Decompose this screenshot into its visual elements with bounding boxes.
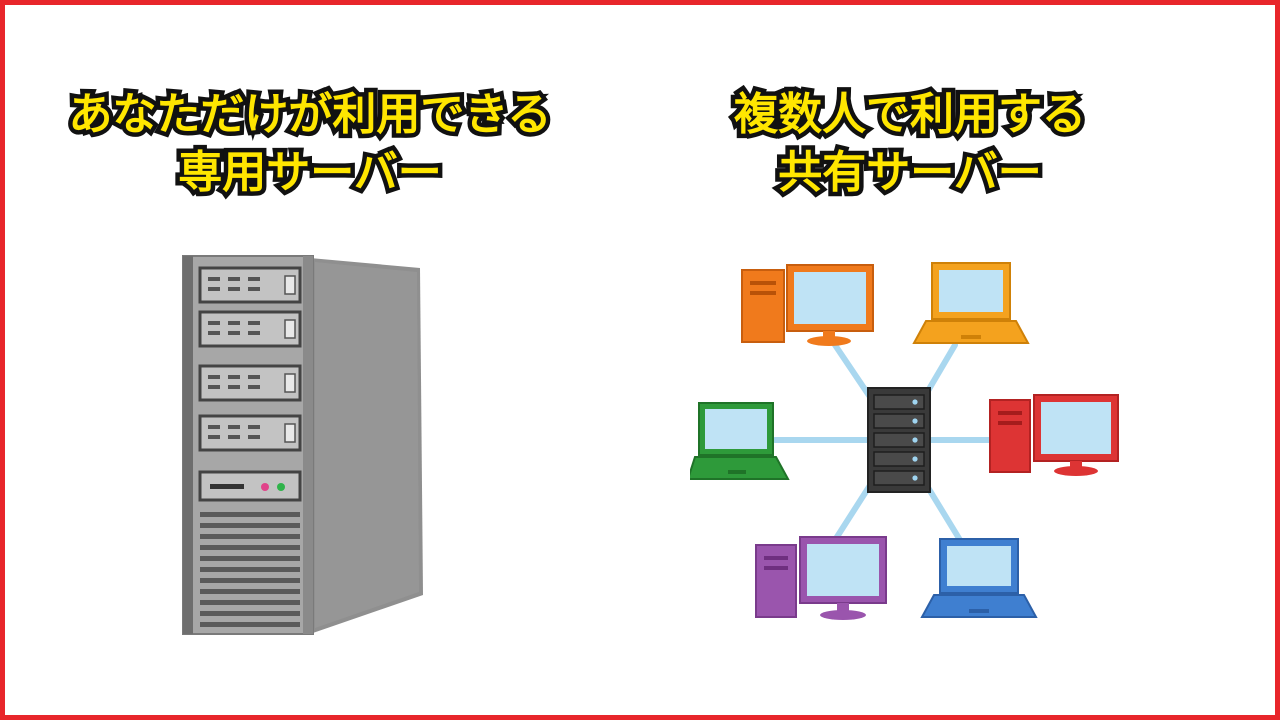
laptop-icon	[920, 538, 1038, 618]
shared-server-title: 複数人で利用する 共有サーバー	[680, 85, 1140, 203]
drive-bay	[198, 414, 302, 452]
dedicated-server-title-line2: 専用サーバー	[174, 143, 447, 203]
desktop-computer-icon	[755, 536, 887, 620]
desktop-computer-icon	[741, 264, 874, 346]
drive-bay	[198, 266, 302, 304]
tower-server-icon	[182, 255, 423, 635]
vent-grille	[200, 512, 300, 627]
shared-server-title-line1: 複数人で利用する	[730, 85, 1091, 145]
shared-server-network-icon	[690, 262, 1119, 620]
dedicated-server-title: あなただけが利用できる 専用サーバー	[40, 85, 580, 203]
central-server-rack	[867, 387, 931, 493]
laptop-icon	[690, 402, 790, 480]
desktop-computer-icon	[989, 394, 1119, 476]
status-led-green	[277, 483, 285, 491]
shared-server-title-line2: 共有サーバー	[774, 143, 1047, 203]
dedicated-server-title-line1: あなただけが利用できる	[64, 85, 556, 145]
power-panel	[198, 470, 302, 502]
drive-bay	[198, 364, 302, 402]
status-led-pink	[261, 483, 269, 491]
drive-bay	[198, 310, 302, 348]
laptop-icon	[912, 262, 1030, 344]
